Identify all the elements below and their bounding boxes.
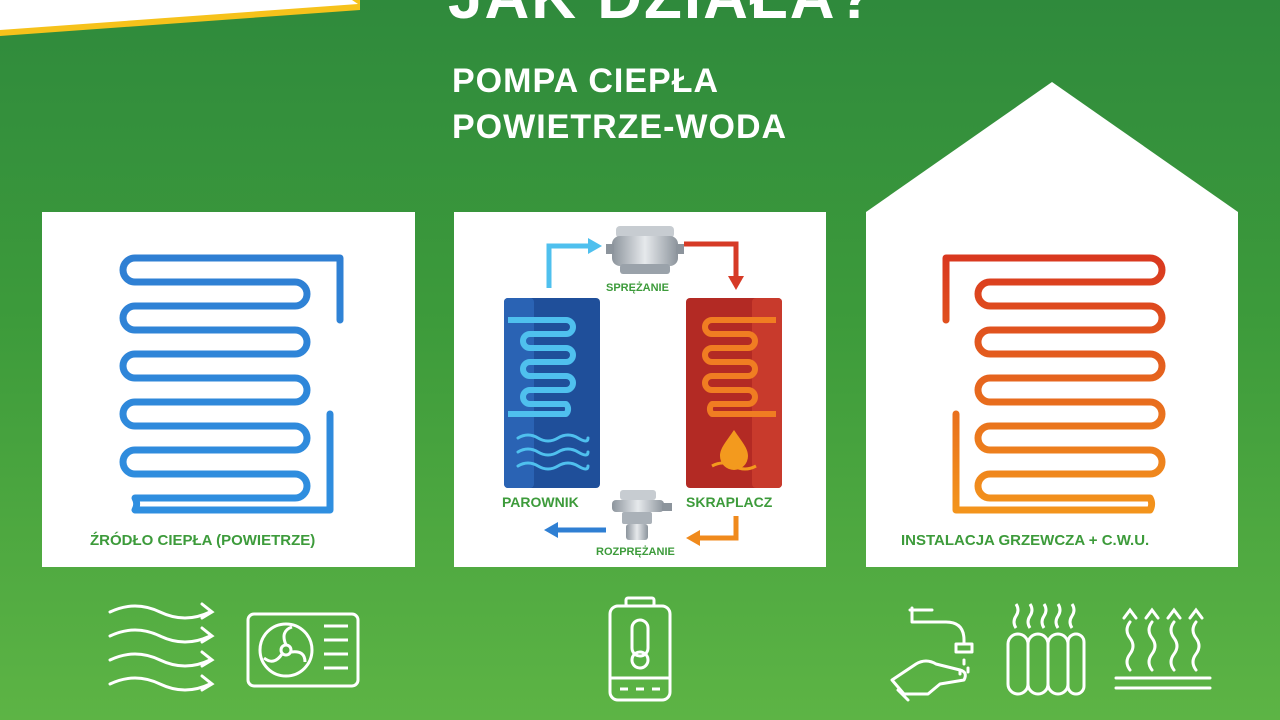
water-wave-icon <box>516 433 590 471</box>
faucet-hand-icon <box>890 606 974 702</box>
subtitle-line-2: POWIETRZE-WODA <box>452 108 788 146</box>
arrow-head-icon <box>728 276 744 290</box>
evaporator-label: PAROWNIK <box>502 494 579 510</box>
arrow-from-condenser <box>698 516 739 541</box>
expansion-label: ROZPRĘŻANIE <box>596 546 675 558</box>
floor-heating-icon <box>1114 607 1212 690</box>
source-coil <box>119 254 344 514</box>
condenser-label: SKRAPLACZ <box>686 494 773 510</box>
arrow-head-icon <box>686 530 700 546</box>
subtitle-line-1: POMPA CIEPŁA <box>452 62 720 100</box>
radiator-icon <box>1006 603 1086 696</box>
arrow-head-icon <box>544 522 558 538</box>
source-label: ŹRÓDŁO CIEPŁA (POWIETRZE) <box>90 532 316 549</box>
corner-tab <box>0 0 360 36</box>
house-panel <box>866 82 1238 567</box>
air-flow-icon <box>108 602 215 692</box>
evaporator <box>504 298 600 488</box>
arrow-to-compressor <box>546 243 590 288</box>
compressor-icon <box>606 226 684 274</box>
installation-coil <box>942 254 1166 514</box>
compression-label: SPRĘŻANIE <box>606 282 669 294</box>
expansion-valve-icon <box>612 490 672 540</box>
installation-label: INSTALACJA GRZEWCZA + C.W.U. <box>901 532 1150 549</box>
main-title: JAK DZIAŁA? <box>448 0 876 33</box>
boiler-thermometer-icon <box>608 596 672 702</box>
heat-drop-icon <box>720 430 748 470</box>
arrow-to-condenser <box>684 241 739 278</box>
condenser <box>686 298 782 488</box>
arrow-head-icon <box>588 238 602 254</box>
source-panel <box>42 212 415 567</box>
outdoor-unit-fan-icon <box>246 612 360 688</box>
